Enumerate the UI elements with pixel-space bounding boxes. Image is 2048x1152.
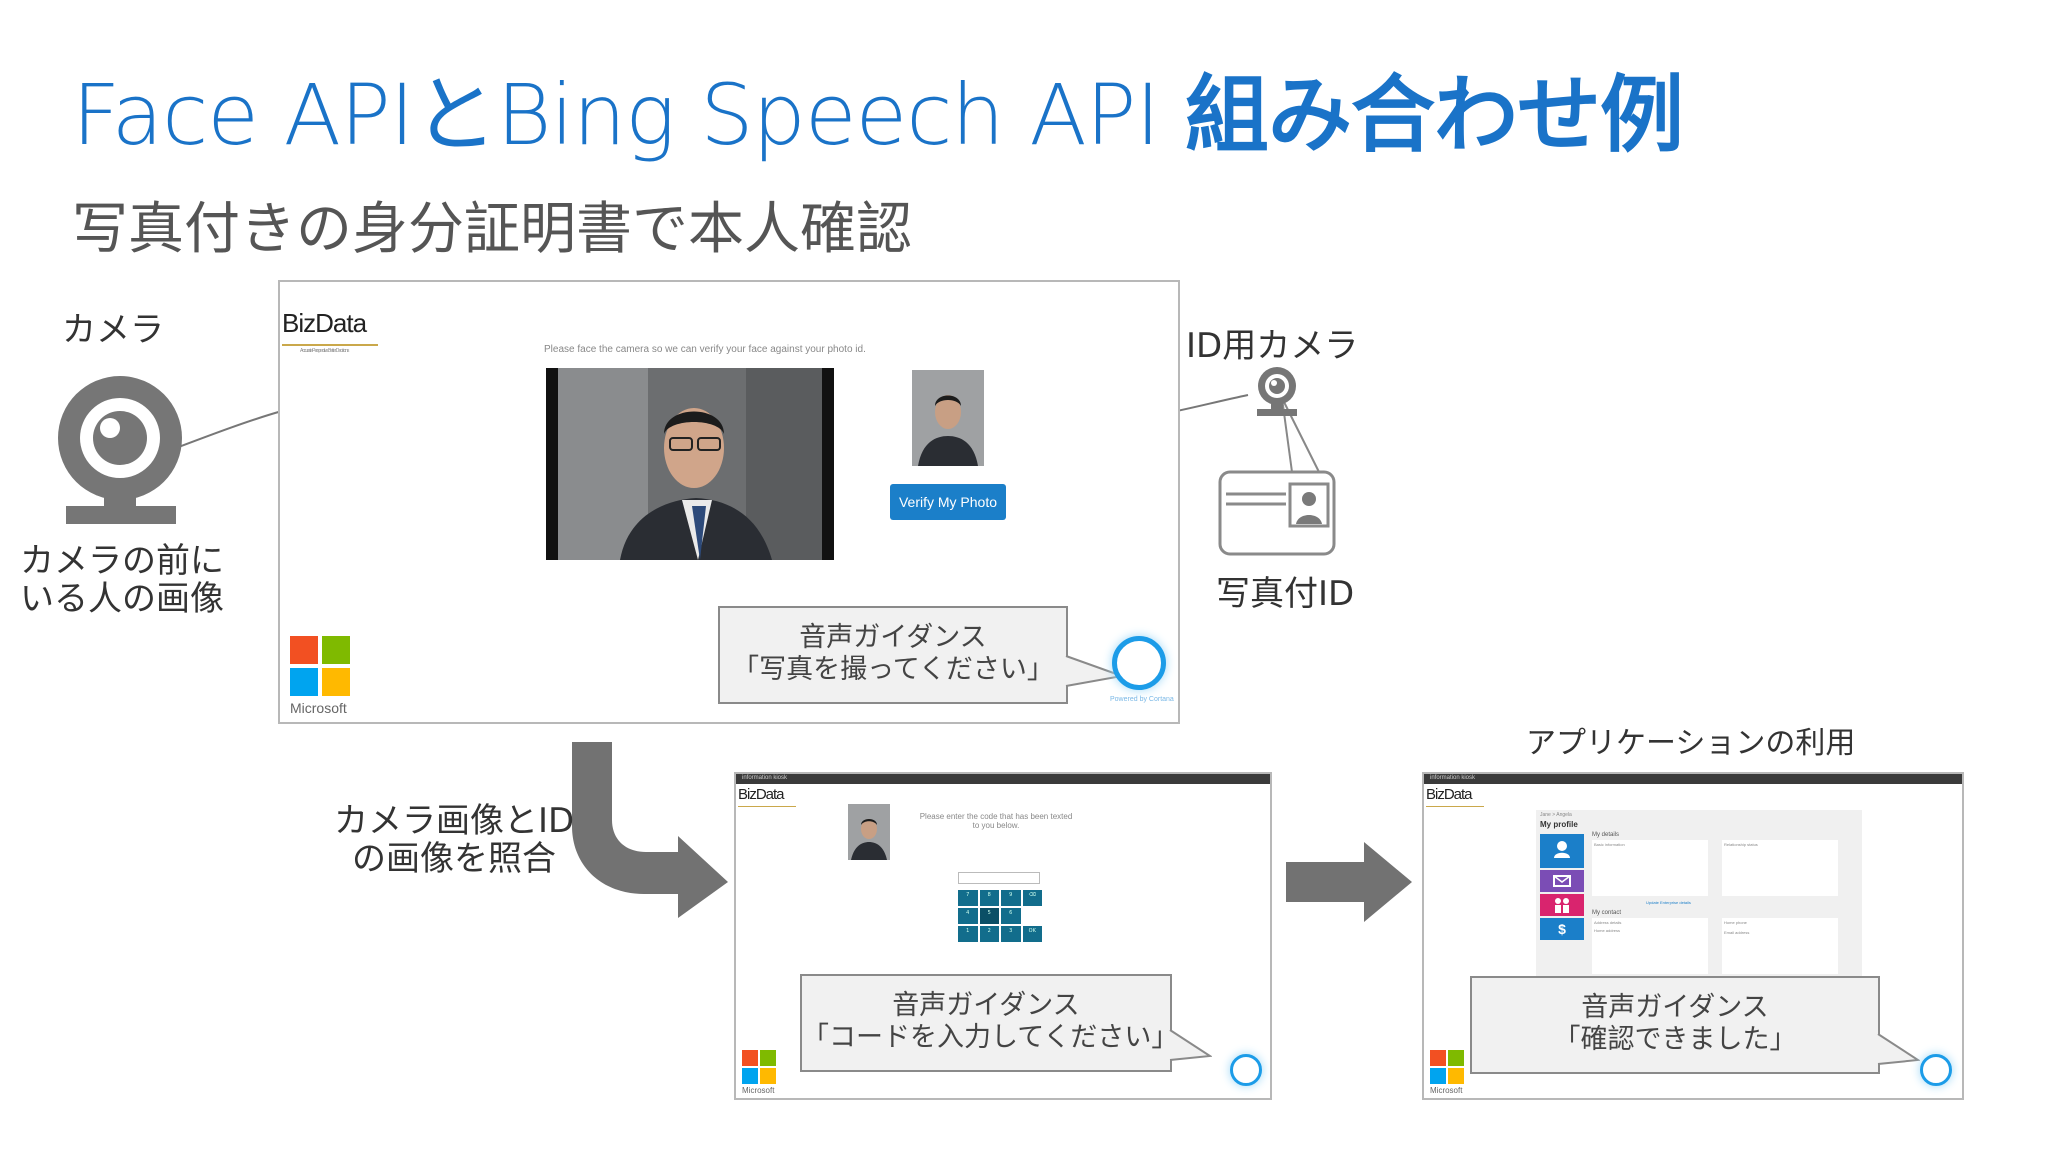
bubble-message: 「確認できました」 <box>1472 1024 1878 1056</box>
code-entry-screen: information kiosk BizData Please enter t… <box>734 772 1272 1100</box>
user-photo-thumbnail <box>848 804 890 860</box>
address-card: Address details Home address <box>1592 918 1708 974</box>
verify-photo-button[interactable]: Verify My Photo <box>890 484 1006 520</box>
verify-instruction: Please face the camera so we can verify … <box>544 344 866 355</box>
profile-screen: information kiosk BizData Jane > Angela … <box>1422 772 1964 1100</box>
live-camera-view <box>546 368 834 560</box>
id-card-caption: 写真付ID <box>1216 566 1354 615</box>
bizdata-logo: BizData Accurate Perspective. Better Dec… <box>282 308 366 339</box>
microsoft-logo-icon <box>290 636 350 696</box>
profile-heading: My profile <box>1540 820 1578 829</box>
profile-content: Jane > Angela My profile $ My details Ba… <box>1536 810 1862 980</box>
id-card-icon <box>1218 470 1336 556</box>
person-icon <box>1540 834 1584 868</box>
bubble-heading: 音声ガイダンス <box>720 622 1066 654</box>
bubble-message: 「コードを入力してください」 <box>802 1022 1170 1054</box>
kiosk-top-bar-label: information kiosk <box>742 775 787 781</box>
powered-by-cortana: Powered by Cortana <box>1110 696 1174 703</box>
bizdata-logo-text: BizData <box>738 786 784 803</box>
live-person-image <box>546 368 834 560</box>
id-person-image <box>912 370 984 466</box>
app-usage-label: アプリケーションの利用 <box>1526 718 1855 762</box>
voice-guidance-bubble: 音声ガイダンス 「写真を撮ってください」 <box>718 606 1068 704</box>
mail-icon <box>1540 870 1584 892</box>
breadcrumb: Jane > Angela <box>1540 812 1572 818</box>
code-instruction-line-1: Please enter the code that has been text… <box>906 812 1086 821</box>
curved-arrow-icon <box>560 742 740 922</box>
kiosk-top-bar: information kiosk <box>736 774 1270 784</box>
address-details-label: Address details <box>1594 920 1621 925</box>
home-address-label: Home address <box>1594 928 1620 933</box>
keypad: 7 8 9 ⌫ 4 5 6 1 2 3 OK <box>958 890 1042 942</box>
voice-guidance-bubble: 音声ガイダンス 「確認できました」 <box>1470 976 1880 1074</box>
camera-label: カメラ <box>62 302 164 351</box>
right-arrow-icon <box>1286 842 1414 922</box>
bubble-message: 「写真を撮ってください」 <box>720 654 1066 686</box>
microsoft-logo-icon <box>742 1050 776 1084</box>
basic-info-card: Basic information <box>1592 840 1708 896</box>
keypad-key[interactable]: 5 <box>980 908 1000 924</box>
microsoft-label: Microsoft <box>742 1086 774 1095</box>
id-photo-thumbnail <box>912 370 984 466</box>
bubble-heading: 音声ガイダンス <box>802 990 1170 1022</box>
code-instruction: Please enter the code that has been text… <box>906 812 1086 830</box>
tile-messages[interactable] <box>1540 870 1584 892</box>
bubble-tail <box>1168 1026 1212 1066</box>
family-icon <box>1540 894 1584 916</box>
keypad-blank <box>1023 908 1043 924</box>
kiosk-top-bar: information kiosk <box>1424 774 1962 784</box>
cortana-icon <box>1920 1054 1952 1086</box>
cortana-icon <box>1112 636 1166 690</box>
my-contact-label: My contact <box>1592 910 1621 916</box>
id-webcam-icon <box>1252 364 1302 420</box>
user-person-image <box>848 804 890 860</box>
microsoft-logo-icon <box>1430 1050 1464 1084</box>
cortana-icon <box>1230 1054 1262 1086</box>
camera-caption: カメラの前に いる人の画像 <box>20 542 220 618</box>
tile-my-details[interactable] <box>1540 834 1584 868</box>
compare-label-line-2: の画像を照合 <box>334 840 574 878</box>
keypad-key[interactable]: 8 <box>980 890 1000 906</box>
camera-caption-line-1: カメラの前に <box>20 542 220 580</box>
keypad-key[interactable]: 4 <box>958 908 978 924</box>
verification-screen: BizData Accurate Perspective. Better Dec… <box>278 280 1180 724</box>
tile-family[interactable] <box>1540 894 1584 916</box>
bizdata-logo: BizData <box>738 786 784 803</box>
keypad-key[interactable]: 6 <box>1001 908 1021 924</box>
bubble-tail <box>1876 1030 1920 1070</box>
relationship-card: Relationship status <box>1722 840 1838 896</box>
phone-card: Home phone Email address <box>1722 918 1838 974</box>
keypad-key[interactable]: 1 <box>958 926 978 942</box>
keypad-key[interactable]: OK <box>1023 926 1043 942</box>
my-details-label: My details <box>1592 832 1619 838</box>
home-phone-label: Home phone <box>1724 920 1747 925</box>
keypad-key[interactable]: 9 <box>1001 890 1021 906</box>
microsoft-label: Microsoft <box>290 700 347 716</box>
bizdata-logo-text: BizData <box>1426 786 1472 803</box>
bizdata-logo: BizData <box>1426 786 1472 803</box>
relationship-label: Relationship status <box>1724 842 1758 847</box>
compare-label: カメラ画像とID の画像を照合 <box>334 802 574 878</box>
keypad-key[interactable]: 7 <box>958 890 978 906</box>
keypad-key[interactable]: ⌫ <box>1023 890 1043 906</box>
webcam-icon <box>54 364 188 528</box>
basic-info-label: Basic information <box>1594 842 1625 847</box>
keypad-key[interactable]: 2 <box>980 926 1000 942</box>
keypad-key[interactable]: 3 <box>1001 926 1021 942</box>
kiosk-top-bar-label: information kiosk <box>1430 775 1475 781</box>
bizdata-tagline: Accurate Perspective. Better Decisions <box>300 348 348 354</box>
camera-caption-line-2: いる人の画像 <box>20 580 220 618</box>
id-camera-label: ID用カメラ <box>1186 318 1358 367</box>
email-label: Email address <box>1724 930 1749 935</box>
dollar-icon[interactable]: $ <box>1540 918 1584 940</box>
compare-label-line-1: カメラ画像とID <box>334 802 574 840</box>
bubble-heading: 音声ガイダンス <box>1472 992 1878 1024</box>
voice-guidance-bubble: 音声ガイダンス 「コードを入力してください」 <box>800 974 1172 1072</box>
code-instruction-line-2: to you below. <box>906 821 1086 830</box>
bizdata-logo-text: BizData <box>282 308 366 338</box>
microsoft-label: Microsoft <box>1430 1086 1462 1095</box>
update-details-link[interactable]: Update Enterprise details <box>1646 900 1691 905</box>
code-input[interactable] <box>958 872 1040 884</box>
